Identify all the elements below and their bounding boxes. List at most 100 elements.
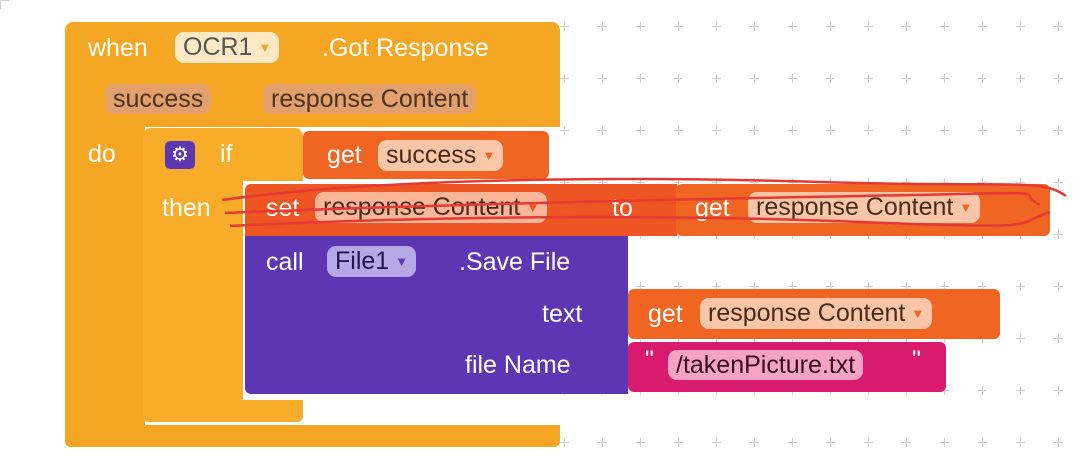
component-dropdown-ocr1[interactable]: OCR1 ▼ bbox=[175, 32, 280, 64]
var-dropdown-response-content-value[interactable]: response Content▼ bbox=[748, 192, 981, 224]
grid-plus bbox=[864, 22, 873, 31]
if-block-body bbox=[143, 180, 243, 402]
grid-plus bbox=[864, 126, 873, 135]
grid-plus bbox=[1016, 22, 1025, 31]
component-name: OCR1 bbox=[183, 33, 253, 61]
grid-plus bbox=[712, 126, 721, 135]
call-label: call bbox=[266, 248, 304, 276]
grid-plus bbox=[1016, 438, 1025, 447]
event-name: .Got Response bbox=[322, 34, 489, 62]
grid-plus bbox=[750, 282, 759, 291]
grid-plus bbox=[1054, 178, 1063, 187]
grid-plus bbox=[902, 74, 911, 83]
chevron-down-icon: ▼ bbox=[258, 40, 272, 56]
grid-plus bbox=[674, 438, 683, 447]
grid-plus bbox=[674, 126, 683, 135]
grid-plus bbox=[826, 438, 835, 447]
grid-plus bbox=[978, 126, 987, 135]
set-label: set bbox=[266, 194, 300, 222]
grid-plus bbox=[1054, 386, 1063, 395]
get-label: get bbox=[327, 141, 362, 169]
grid-plus bbox=[636, 438, 645, 447]
grid-plus bbox=[902, 282, 911, 291]
event-block-body-left bbox=[65, 126, 145, 426]
grid-plus bbox=[674, 282, 683, 291]
grid-plus bbox=[598, 74, 607, 83]
when-label: when bbox=[88, 34, 148, 62]
var-dropdown-response-content[interactable]: response Content▼ bbox=[315, 192, 548, 224]
grid-plus bbox=[978, 22, 987, 31]
grid-plus bbox=[940, 22, 949, 31]
grid-plus bbox=[712, 438, 721, 447]
grid-plus bbox=[712, 22, 721, 31]
chevron-down-icon: ▼ bbox=[482, 148, 496, 164]
grid-plus bbox=[1054, 230, 1063, 239]
grid-plus bbox=[636, 126, 645, 135]
if-block-bottom bbox=[143, 400, 303, 422]
component-dropdown-file1[interactable]: File1 ▼ bbox=[327, 246, 417, 278]
grid-plus bbox=[788, 126, 797, 135]
grid-plus bbox=[788, 282, 797, 291]
grid-plus bbox=[902, 22, 911, 31]
method-name: .Save File bbox=[459, 248, 571, 276]
grid-plus bbox=[788, 22, 797, 31]
grid-plus bbox=[598, 438, 607, 447]
grid-plus bbox=[978, 386, 987, 395]
grid-plus bbox=[940, 126, 949, 135]
then-label: then bbox=[162, 194, 211, 222]
grid-plus bbox=[826, 22, 835, 31]
grid-plus bbox=[864, 282, 873, 291]
var-dropdown-success[interactable]: success ▼ bbox=[378, 140, 504, 172]
grid-plus bbox=[750, 126, 759, 135]
param-response-content[interactable]: response Content bbox=[263, 84, 477, 114]
if-label: if bbox=[220, 140, 233, 168]
grid-plus bbox=[750, 74, 759, 83]
grid-plus bbox=[636, 22, 645, 31]
grid-plus bbox=[1016, 386, 1025, 395]
grid-plus bbox=[902, 126, 911, 135]
grid-plus bbox=[1054, 282, 1063, 291]
param-response-content-label: response Content bbox=[271, 85, 469, 113]
do-label: do bbox=[88, 140, 116, 168]
var-name-success: success bbox=[386, 141, 477, 169]
grid-plus bbox=[750, 22, 759, 31]
call-save-file-block[interactable] bbox=[245, 236, 628, 394]
to-label: to bbox=[612, 194, 633, 222]
grid-plus bbox=[1016, 74, 1025, 83]
grid-plus bbox=[674, 74, 683, 83]
grid-plus bbox=[864, 438, 873, 447]
grid-plus bbox=[1054, 22, 1063, 31]
grid-plus bbox=[636, 282, 645, 291]
grid-plus bbox=[750, 438, 759, 447]
grid-plus bbox=[826, 282, 835, 291]
quote-close: " bbox=[912, 346, 921, 374]
var-name-text-arg: response Content bbox=[708, 299, 906, 327]
grid-plus bbox=[1016, 282, 1025, 291]
filename-value: /takenPicture.txt bbox=[676, 351, 856, 379]
grid-plus bbox=[1054, 74, 1063, 83]
chevron-down-icon: ▼ bbox=[911, 306, 925, 322]
event-block-bottom bbox=[65, 425, 560, 447]
grid-plus bbox=[940, 282, 949, 291]
grid-plus bbox=[978, 438, 987, 447]
chevron-down-icon: ▼ bbox=[395, 254, 409, 270]
param-success[interactable]: success bbox=[105, 84, 212, 114]
grid-plus bbox=[674, 22, 683, 31]
chevron-down-icon: ▼ bbox=[959, 200, 973, 216]
grid-plus bbox=[636, 74, 645, 83]
filename-socket-label: file Name bbox=[465, 351, 571, 379]
grid-plus bbox=[826, 74, 835, 83]
grid-plus bbox=[712, 74, 721, 83]
grid-plus bbox=[1054, 126, 1063, 135]
gear-icon[interactable]: ⚙ bbox=[165, 141, 195, 169]
grid-plus bbox=[1016, 126, 1025, 135]
var-dropdown-text-arg[interactable]: response Content ▼ bbox=[700, 298, 933, 330]
get-label-set-value: get bbox=[695, 194, 730, 222]
component-name-file1: File1 bbox=[335, 247, 390, 275]
grid-plus bbox=[940, 74, 949, 83]
filename-text-field[interactable]: /takenPicture.txt bbox=[668, 350, 864, 380]
grid-plus bbox=[788, 438, 797, 447]
grid-plus bbox=[560, 126, 569, 135]
grid-plus bbox=[1054, 438, 1063, 447]
quote-open: " bbox=[645, 346, 654, 374]
